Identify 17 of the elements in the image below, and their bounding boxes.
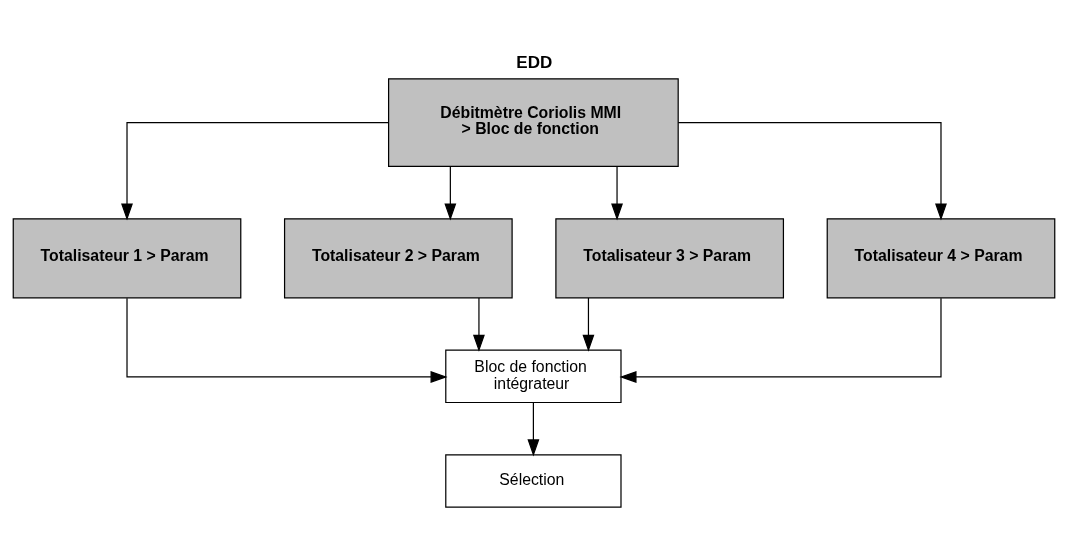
node-box: Totalisateur 4 > Param [826,218,1056,299]
diagram-title: EDD [516,53,553,73]
arrow [611,166,623,221]
arrow [677,122,947,221]
arrow [619,297,942,383]
arrow [582,297,595,352]
node-box: Totalisateur 2 > Param [283,218,513,299]
arrow [121,122,389,221]
node-box: Débitmètre Coriolis MMI > Bloc de fonction [388,78,679,168]
node-box: Totalisateur 1 > Param [12,218,242,299]
arrow [472,297,485,352]
node-box: Totalisateur 3 > Param [555,218,785,299]
node-box: Bloc de fonction intégrateur [445,349,622,404]
arrow [527,402,540,457]
arrow [126,297,448,383]
arrow [444,166,457,221]
node-box: Sélection [445,454,622,508]
